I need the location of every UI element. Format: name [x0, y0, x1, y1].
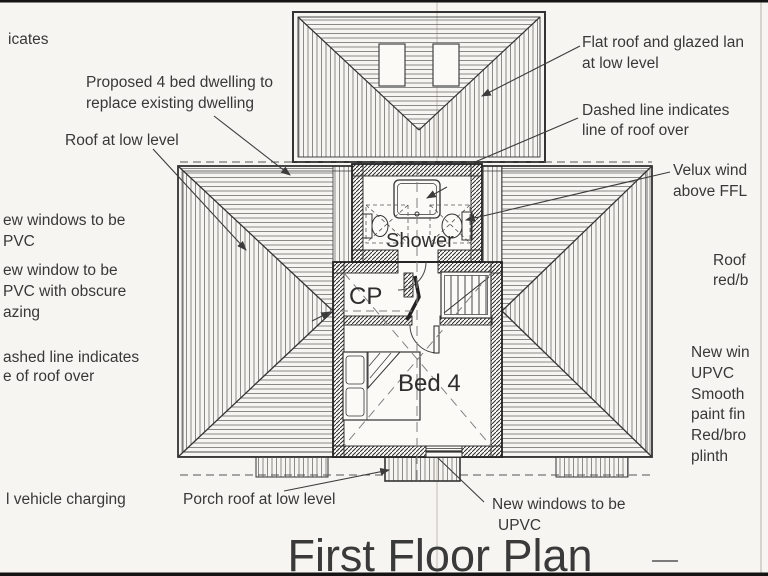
drawing-title: First Floor Plan	[287, 530, 593, 576]
roof-low-leader	[152, 148, 247, 251]
annotation-line: above FFL	[673, 183, 748, 200]
annotation-obscure-window: ew window to be PVC with obscure azing	[3, 260, 126, 323]
annotation-line: ashed line indicates	[3, 349, 140, 366]
shower-arrow	[426, 186, 448, 199]
velux-leader	[464, 171, 671, 222]
annotation-dashed-line-left: ashed line indicates e of roof over	[3, 348, 139, 386]
upvc-window	[425, 445, 463, 458]
annotation-porch-roof: Porch roof at low level	[183, 491, 336, 508]
annotation-line: red/b	[713, 272, 749, 289]
flat-roof-leader	[481, 45, 581, 97]
annotation-line: e of roof over	[3, 368, 95, 385]
porch-leader	[283, 467, 391, 492]
annotation-line: at low level	[582, 55, 659, 72]
walls	[332, 163, 503, 458]
leader-lines	[152, 45, 671, 503]
annotation-new-windows-left: ew windows to be PVC	[3, 210, 125, 252]
basin	[441, 211, 473, 241]
annotation-line: Velux wind	[673, 162, 748, 179]
annotation-vehicle-charging: l vehicle charging	[6, 491, 126, 508]
annotation-line: ew window to be	[3, 262, 118, 279]
top-border	[0, 0, 768, 3]
lantern-roof	[292, 11, 546, 163]
annotation-line: Flat roof and glazed lan	[582, 34, 744, 51]
annotation-line: Dashed line indicates	[582, 102, 730, 119]
dashed-right-leader	[474, 117, 579, 163]
annotation-line: PVC with obscure	[3, 283, 127, 300]
annotation-line: PVC	[3, 233, 35, 250]
annotation-line: Smooth	[691, 385, 745, 403]
bed	[342, 351, 421, 421]
annotation-line: UPVC	[691, 364, 735, 382]
annotation-flat-roof: Flat roof and glazed lan at low level	[582, 32, 744, 74]
annotation-velux-window: Velux wind above FFL	[673, 160, 747, 202]
annotation-line: paint fin	[691, 406, 746, 424]
room-label-shower: Shower	[386, 230, 454, 252]
wc	[362, 213, 389, 239]
door-swings	[397, 261, 440, 354]
setting-out-dashed-lines	[340, 166, 492, 480]
rooflight	[378, 43, 406, 87]
annotation-line: UPVC	[498, 517, 542, 534]
stairs	[440, 271, 492, 319]
annotation-indicates-fragment: icates	[8, 31, 49, 48]
annotation-line: New win	[691, 344, 750, 361]
annotation-line: azing	[3, 304, 41, 321]
rooflight	[432, 43, 460, 87]
bottom-border	[0, 572, 768, 576]
annotation-line: Roof	[713, 252, 746, 269]
main-roof	[177, 165, 653, 478]
annotation-line: line of roof over	[582, 122, 689, 139]
porch-roof	[384, 454, 461, 482]
annotation-line: ew windows to be	[3, 212, 126, 229]
annotation-dashed-line-right: Dashed line indicates line of roof over	[582, 101, 729, 141]
annotation-line: plinth	[691, 447, 729, 465]
annotation-new-windows-bottom: New windows to be UPVC	[492, 494, 626, 536]
room-label-bed4: Bed 4	[398, 370, 461, 397]
annotation-materials: New win UPVC Smooth paint fin Red/bro pl…	[691, 343, 750, 468]
plan-block	[311, 163, 503, 480]
room-label-cp: CP	[349, 283, 383, 310]
annotation-line: New windows to be	[492, 496, 626, 513]
annotation-proposed-dwelling: Proposed 4 bed dwelling to replace exist…	[86, 72, 273, 114]
annotation-line: replace existing dwelling	[86, 95, 255, 112]
annotation-line: Red/bro	[691, 427, 747, 445]
annotation-roof-finish: Roof red/b	[713, 251, 748, 291]
proposed-leader	[213, 115, 291, 176]
annotation-roof-low-level: Roof at low level	[65, 132, 179, 149]
velux-dashed-boxes	[365, 204, 471, 244]
annotation-line: Proposed 4 bed dwelling to	[86, 74, 273, 91]
window-leader	[436, 456, 485, 503]
obscure-window-arrow	[311, 311, 331, 322]
